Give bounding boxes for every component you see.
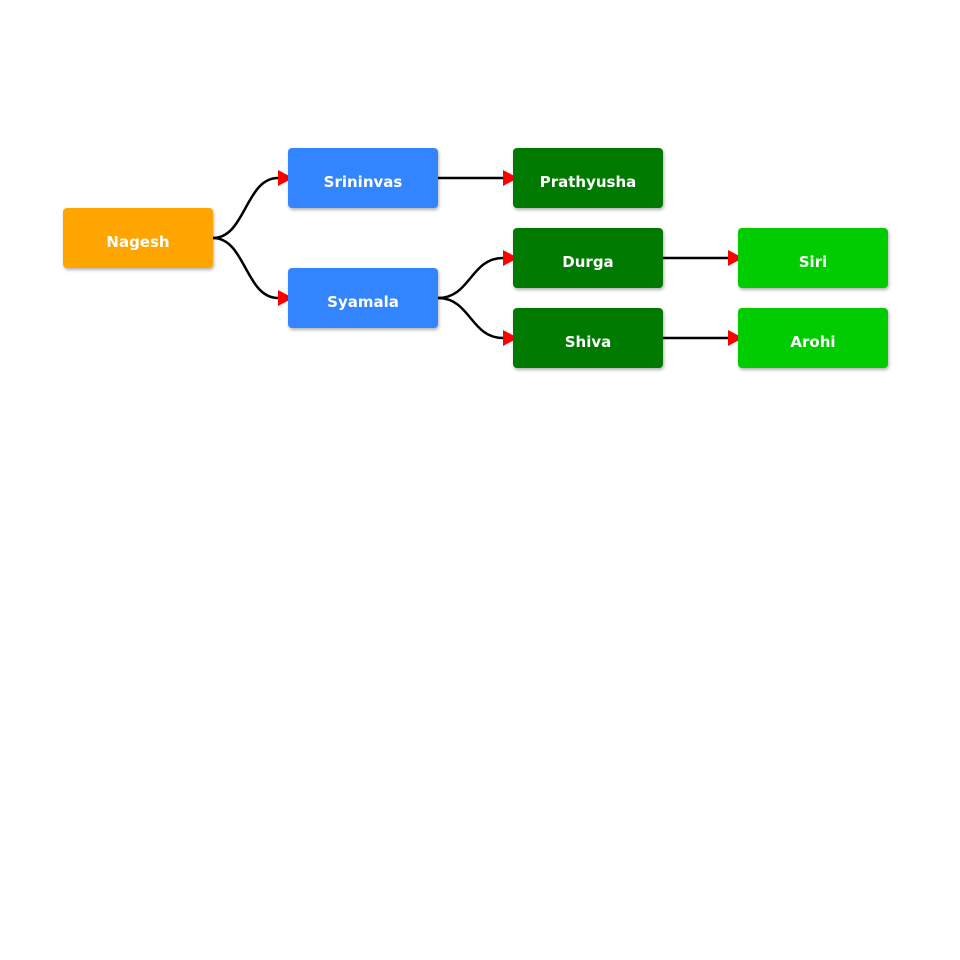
arrowhead-siri [728,250,743,266]
edge-nagesh-to-srininvas [212,176,279,240]
arrowhead-arohi [728,330,743,346]
arrowhead-srininvas [278,170,293,186]
arrowhead-syamala [278,290,293,306]
node-nagesh[interactable]: Nagesh [63,208,213,268]
node-label-nagesh: Nagesh [106,233,170,251]
node-syamala[interactable]: Syamala [288,268,438,328]
arrowhead-prathyusha [503,170,518,186]
edge-nagesh-to-syamala [212,236,279,300]
node-shiva[interactable]: Shiva [513,308,663,368]
edge-syamala-to-durga [437,256,504,300]
node-label-arohi: Arohi [790,333,836,351]
node-label-siri: Siri [798,253,828,271]
node-label-durga: Durga [562,253,614,271]
node-prathyusha[interactable]: Prathyusha [513,148,663,208]
node-label-syamala: Syamala [327,293,399,311]
node-label-srininvas: Srininvas [323,173,403,191]
node-siri[interactable]: Siri [738,228,888,288]
node-durga[interactable]: Durga [513,228,663,288]
arrowhead-shiva [503,330,518,346]
arrowhead-durga [503,250,518,266]
node-arohi[interactable]: Arohi [738,308,888,368]
node-label-prathyusha: Prathyusha [539,173,637,191]
node-label-shiva: Shiva [564,333,612,351]
node-srininvas[interactable]: Srininvas [288,148,438,208]
edge-syamala-to-shiva [437,296,504,340]
